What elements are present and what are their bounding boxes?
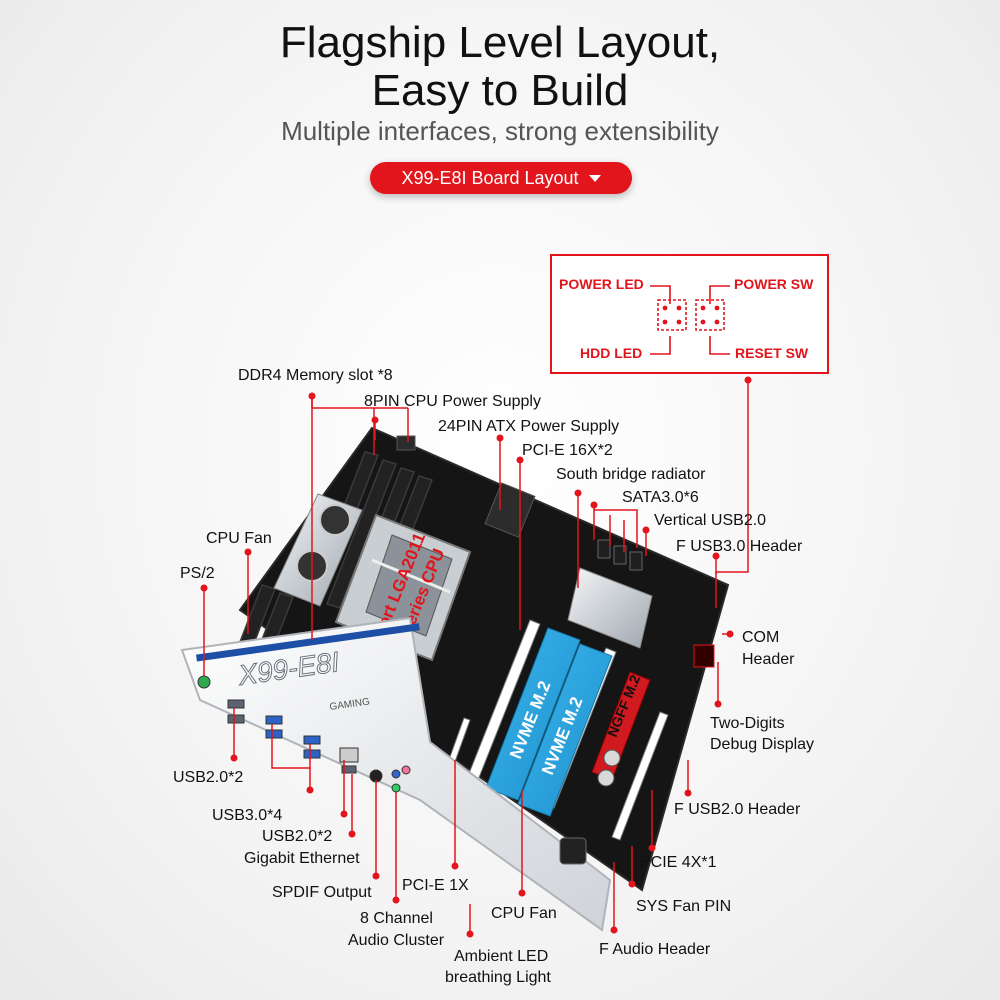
label-ambient-line2: breathing Light <box>445 969 551 986</box>
label-audio-line2: Audio Cluster <box>348 932 445 949</box>
label-debug-line2: Debug Display <box>710 736 815 753</box>
capacitors <box>597 749 621 787</box>
io-ports <box>197 675 411 793</box>
caret-down-icon <box>588 174 601 182</box>
cpu-8pin-connector <box>396 435 416 451</box>
label-com-line1: COM <box>742 629 780 646</box>
reset-sw-label: RESET SW <box>735 345 809 361</box>
label-ambient-line1: Ambient LED <box>454 948 549 965</box>
board-layout-button[interactable]: X99-E8I Board Layout <box>370 162 632 194</box>
label-f-audio: F Audio Header <box>599 941 711 958</box>
label-pcie1: PCI-E 1X <box>402 877 469 894</box>
label-f-usb3: F USB3.0 Header <box>676 538 803 555</box>
atx-24pin-connector <box>484 482 536 538</box>
label-usb30: USB3.0*4 <box>212 807 283 824</box>
label-vertical-usb: Vertical USB2.0 <box>654 512 767 529</box>
label-debug-line1: Two-Digits <box>710 715 785 732</box>
label-usb20-right: USB2.0*2 <box>262 828 333 845</box>
pin-header-icon <box>650 285 730 355</box>
label-south-bridge: South bridge radiator <box>556 466 706 483</box>
board-layout-button-label: X99-E8I Board Layout <box>401 167 579 188</box>
label-ps2: PS/2 <box>180 565 215 582</box>
front-panel-header-diagram: POWER LED POWER SW HDD LED RESET SW <box>550 254 829 374</box>
label-pcie4: PCIE 4X*1 <box>640 854 717 871</box>
page-title-line2: Easy to Build <box>371 66 629 115</box>
label-cpu-power: 8PIN CPU Power Supply <box>364 393 541 410</box>
label-atx-power: 24PIN ATX Power Supply <box>438 418 620 435</box>
label-audio-line1: 8 Channel <box>360 910 433 927</box>
label-cpu-fan-left: CPU Fan <box>206 530 272 547</box>
sata-ports <box>597 539 643 571</box>
hdd-led-label: HDD LED <box>580 345 643 361</box>
page-subtitle: Multiple interfaces, strong extensibilit… <box>281 116 719 146</box>
nvme-heatsinks <box>485 627 613 817</box>
io-accent-stripe <box>196 623 420 662</box>
label-gigabit: Gigabit Ethernet <box>244 850 360 867</box>
label-spdif: SPDIF Output <box>272 884 372 901</box>
label-sata: SATA3.0*6 <box>622 489 699 506</box>
label-cpu-fan-bottom: CPU Fan <box>491 905 557 922</box>
page-title-line1: Flagship Level Layout, <box>279 18 721 67</box>
debug-display <box>693 644 715 668</box>
label-pcie16: PCI-E 16X*2 <box>522 442 613 459</box>
io-backplate-block <box>559 837 587 865</box>
south-bridge-heatsink <box>567 567 653 649</box>
leader-lines <box>203 380 749 934</box>
label-sys-fan: SYS Fan PIN <box>636 898 732 915</box>
label-usb20-left: USB2.0*2 <box>173 769 244 786</box>
leader-dots <box>200 376 752 938</box>
power-sw-label: POWER SW <box>734 276 814 292</box>
label-ddr4: DDR4 Memory slot *8 <box>238 367 393 384</box>
label-com-line2: Header <box>742 651 795 668</box>
label-f-usb20: F USB2.0 Header <box>674 801 801 818</box>
power-led-label: POWER LED <box>559 276 644 292</box>
